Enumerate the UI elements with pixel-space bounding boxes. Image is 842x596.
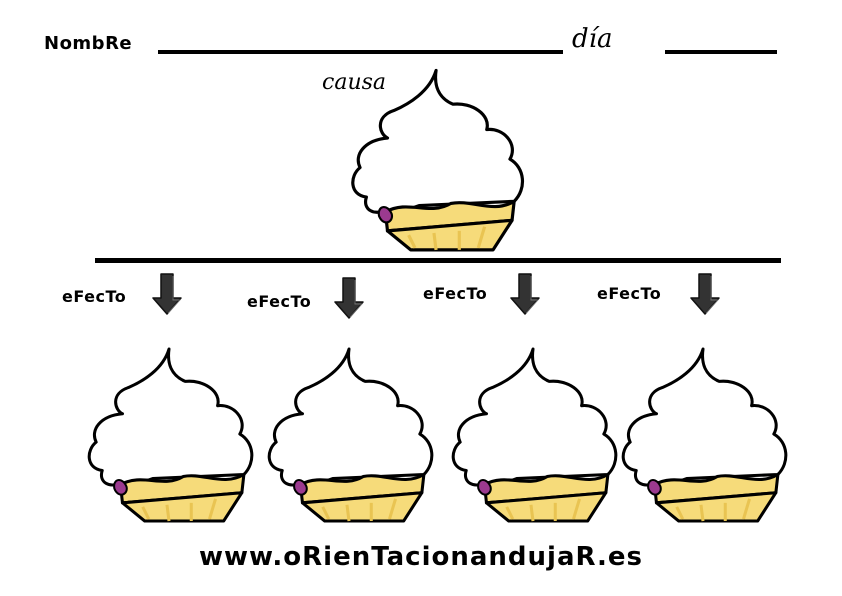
effect-label-4: eFecTo [597,284,662,303]
effect-label-3: eFecTo [423,284,488,303]
cause-label: causa [322,70,387,95]
cause-effect-divider [95,258,781,263]
down-arrow-icon [510,272,540,316]
day-field-line[interactable] [665,50,777,54]
effect-label-1: eFecTo [62,287,127,306]
name-field-line[interactable] [158,50,563,54]
down-arrow-icon [690,272,720,316]
day-label: día [572,24,613,54]
effect-cupcake-icon-1 [82,337,254,527]
effect-cupcake-icon-3 [446,337,618,527]
website-footer: www.oRienTacionandujaR.es [199,542,643,572]
down-arrow-icon [152,272,182,316]
effect-cupcake-icon-2 [262,337,434,527]
name-label: NombRe [44,33,133,54]
down-arrow-icon [334,276,364,320]
cause-cupcake-icon [345,62,525,252]
effect-cupcake-icon-4 [616,337,788,527]
effect-label-2: eFecTo [247,292,312,311]
